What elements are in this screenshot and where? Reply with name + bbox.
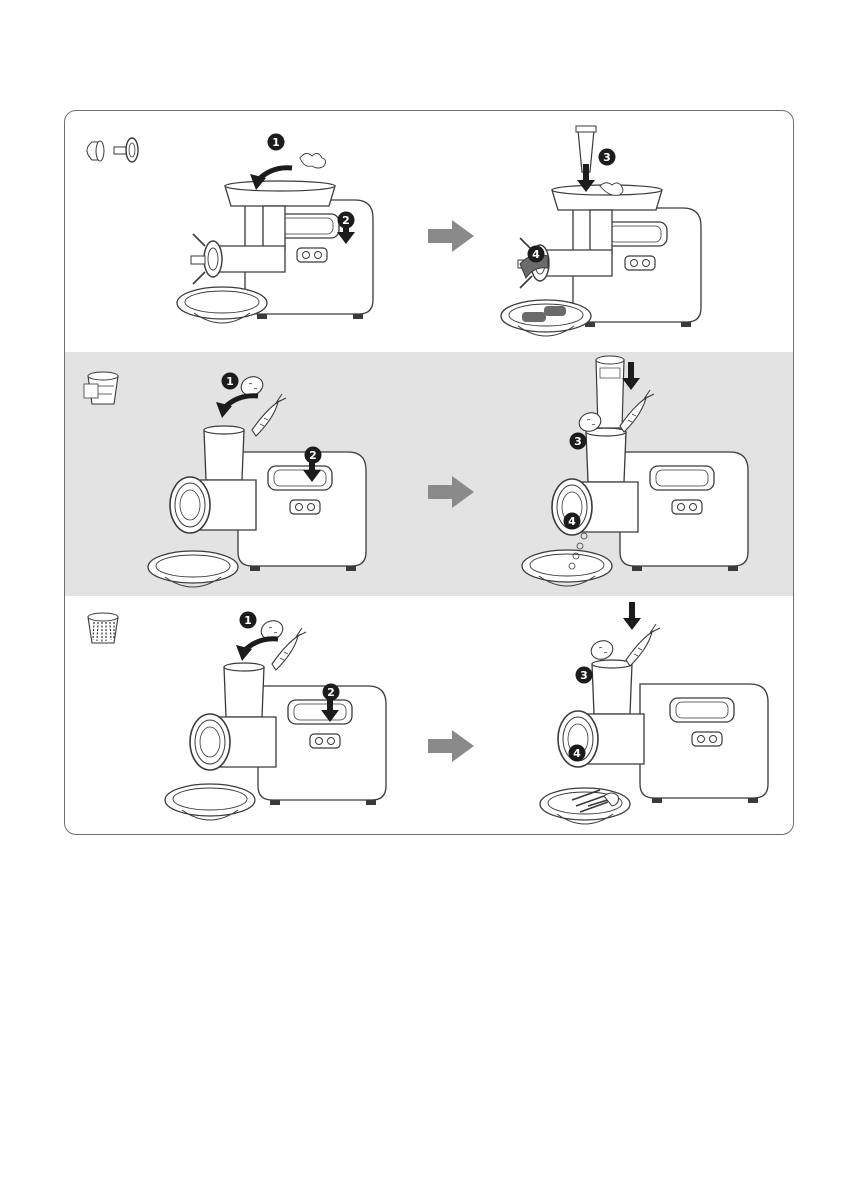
slicing-cone-icon [84, 372, 118, 404]
step-2-badge: 2 [309, 449, 317, 462]
row-slicer: 1 2 3 4 [84, 356, 748, 587]
shredder-step-right [540, 602, 768, 824]
mincing-plate-and-screw-icon [87, 138, 138, 162]
transition-arrow-1 [428, 220, 474, 252]
step-3-badge: 3 [580, 669, 588, 682]
shredding-cone-icon [88, 613, 118, 643]
step-1-badge: 1 [226, 375, 234, 388]
step-2-badge: 2 [327, 686, 335, 699]
mincer-step-left [177, 153, 373, 323]
meat-pieces [300, 153, 326, 168]
step-1-badge: 1 [244, 614, 252, 627]
row-mincer: 1 2 3 4 [87, 126, 701, 336]
transition-arrow-3 [428, 730, 474, 762]
step-3-badge: 3 [574, 435, 582, 448]
transition-arrow-2 [428, 476, 474, 508]
step-1-badge: 1 [272, 136, 280, 149]
row-shredder: 1 2 3 4 [88, 602, 768, 824]
step-4-badge: 4 [573, 747, 581, 760]
step-4-badge: 4 [532, 248, 540, 261]
step-2-badge: 2 [342, 214, 350, 227]
step-4-badge: 4 [568, 515, 576, 528]
step-3-badge: 3 [603, 151, 611, 164]
shredder-step-left [165, 618, 386, 820]
slicer-step-right [522, 356, 748, 586]
slicer-step-left [148, 374, 366, 587]
